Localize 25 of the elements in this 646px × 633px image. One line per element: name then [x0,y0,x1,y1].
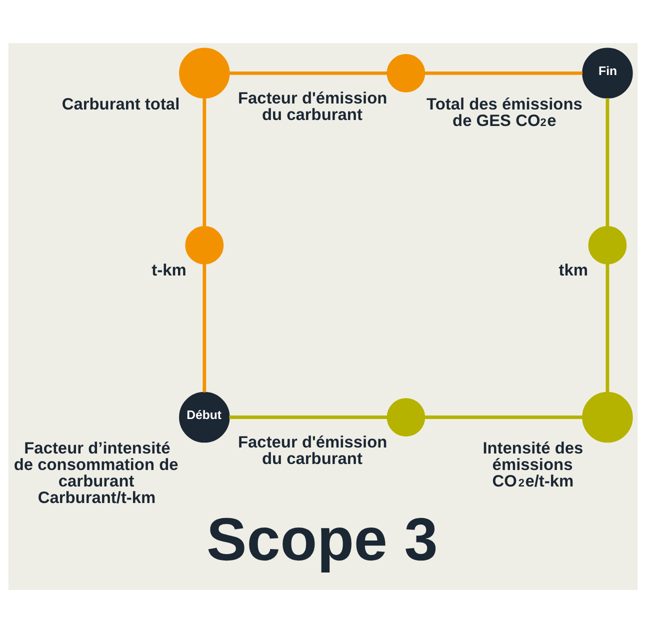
connector [424,71,582,75]
node-label: Carburant total [62,96,180,114]
node-circle [386,398,426,436]
connector [606,98,610,226]
connector [202,98,206,226]
node-label: tkm [558,262,588,280]
node-label: Intensité des émissions CO2e/t-km [482,440,584,491]
connector [229,71,388,75]
node-circle: Début [179,392,230,443]
node-label: Facteur d'émission du carburant [238,434,388,468]
connector [229,416,388,419]
node-label: Total des émissions de GES CO2e [426,96,582,130]
node-circle: Fin [582,48,633,99]
node-label: t-km [152,262,186,280]
node-circle [386,54,426,92]
node-circle [588,226,627,264]
diagram-title: Scope 3 [206,505,438,574]
connector [202,264,206,392]
connector [606,264,610,392]
node-label: Facteur d’intensité de consommation de carburant Carburant/t-km [14,440,178,508]
node-circle [179,48,230,99]
node-label: Facteur d'émission du carburant [238,89,388,124]
node-circle [582,392,633,443]
node-circle [185,226,224,264]
connector [424,416,582,419]
